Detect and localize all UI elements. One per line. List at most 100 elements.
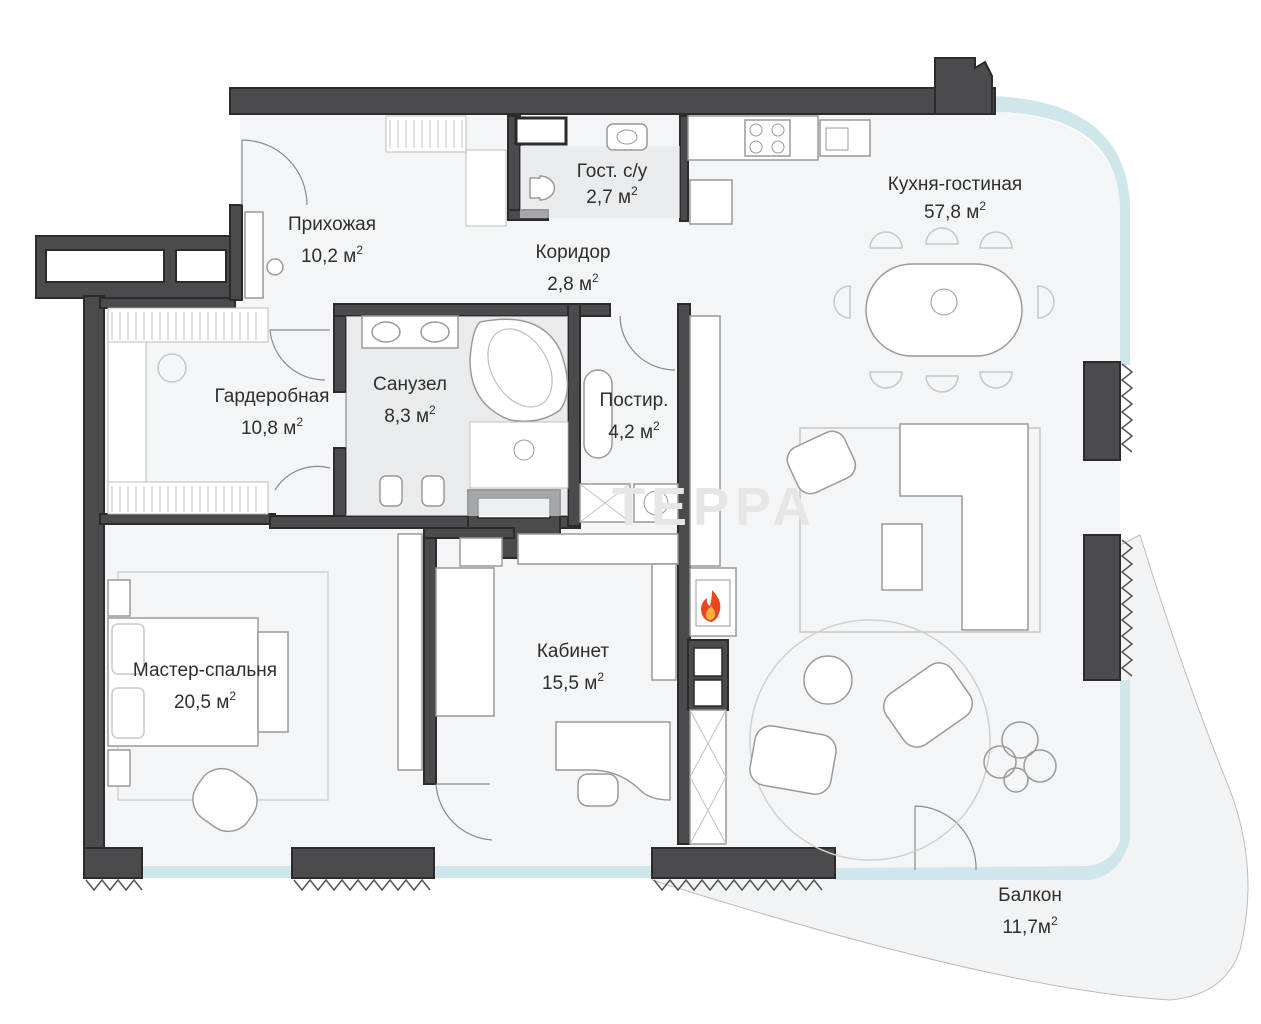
wall-hall-entry bbox=[229, 204, 243, 301]
dryer-icon bbox=[633, 483, 679, 523]
office-sofa-icon bbox=[435, 567, 495, 717]
hall-lamp bbox=[266, 258, 284, 276]
wardrobe-shelving bbox=[107, 115, 507, 515]
office-door bbox=[435, 783, 493, 841]
office-cabinet bbox=[651, 563, 677, 681]
plant-icon bbox=[983, 721, 1057, 793]
bath-vanity bbox=[361, 315, 459, 349]
room-area: 2,8 м2 bbox=[547, 271, 599, 295]
wall-top-right-column bbox=[934, 57, 993, 115]
room-name: Кухня-гостиная bbox=[888, 174, 1022, 195]
room-name: Гост. с/у bbox=[577, 161, 648, 182]
wardrobe-ottoman bbox=[157, 353, 187, 383]
room-label-laundry: Постир. 4,2 м2 bbox=[600, 390, 669, 443]
round-rug bbox=[749, 619, 991, 861]
kitchen-oven-col bbox=[689, 709, 727, 845]
room-area: 15,5 м2 bbox=[542, 670, 604, 694]
dining-table-icon bbox=[865, 263, 1023, 357]
bathtub-icon bbox=[469, 318, 569, 422]
office-chair bbox=[577, 773, 619, 807]
bench bbox=[257, 631, 289, 733]
bed-icon bbox=[107, 617, 259, 747]
bath-sink-icon bbox=[371, 321, 401, 343]
room-area: 10,2 м2 bbox=[301, 243, 363, 267]
wall-guest-wc-right bbox=[679, 115, 689, 222]
wall-bottom-mid bbox=[291, 847, 435, 879]
zigzag-right bbox=[653, 878, 823, 892]
room-area: 11,7м2 bbox=[1002, 914, 1058, 938]
room-name: Постир. bbox=[600, 390, 669, 411]
room-name: Гардеробная bbox=[215, 386, 330, 407]
zigzag-right-col2 bbox=[1120, 539, 1134, 677]
dining-chairs bbox=[833, 227, 1055, 393]
shower-tray bbox=[469, 421, 569, 489]
bath-toilet-icon bbox=[379, 475, 403, 507]
wall-right-column-1 bbox=[1083, 361, 1121, 461]
oven-col-cross bbox=[689, 709, 727, 845]
ironing-board bbox=[583, 369, 613, 459]
stove-burners bbox=[749, 123, 785, 154]
room-label-office: Кабинет 15,5 м2 bbox=[537, 641, 610, 694]
watermark: ТЕРРА bbox=[612, 477, 817, 537]
washer-cross bbox=[579, 483, 631, 523]
wardrobe-hangers bbox=[111, 120, 463, 512]
bookshelf bbox=[517, 533, 679, 565]
sofa-icon bbox=[899, 423, 1029, 631]
window-left-2 bbox=[175, 249, 227, 283]
room-area: 57,8 м2 bbox=[924, 199, 986, 223]
hall-cabinet bbox=[244, 211, 264, 299]
room-label-corridor: Коридор 2,8 м2 bbox=[535, 242, 610, 295]
entry-door bbox=[241, 139, 308, 206]
wall-right-column-2 bbox=[1083, 534, 1121, 681]
bathtub-inner bbox=[487, 328, 553, 408]
wall-office-left bbox=[423, 533, 437, 785]
room-name: Балкон bbox=[998, 885, 1062, 906]
fridge bbox=[689, 179, 733, 225]
nightstand-1 bbox=[107, 579, 131, 617]
zigzag-mid bbox=[293, 878, 431, 892]
glass-bottom-mid bbox=[433, 866, 653, 878]
room-name: Прихожая bbox=[288, 214, 376, 235]
room-label-hallway: Прихожая 10,2 м2 bbox=[288, 214, 376, 267]
room-area: 20,5 м2 bbox=[174, 689, 236, 713]
armchair-1 bbox=[786, 430, 857, 495]
wall-laundry-right bbox=[677, 303, 691, 845]
wall-bath-right bbox=[567, 303, 581, 527]
wall-bottom-right bbox=[651, 847, 836, 879]
guest-wc-toilet-icon bbox=[529, 175, 556, 201]
room-label-master-bedroom: Мастер-спальня 20,5 м2 bbox=[133, 660, 277, 713]
room-label-kitchen-living: Кухня-гостиная 57,8 м2 bbox=[888, 174, 1022, 223]
room-label-balcony: Балкон 11,7м2 bbox=[998, 885, 1062, 938]
desk-icon bbox=[555, 721, 671, 801]
coffee-table bbox=[881, 523, 923, 591]
bed-pillow-2 bbox=[111, 687, 145, 739]
wall-office-top bbox=[423, 527, 515, 539]
kitchen-sink-bowl bbox=[825, 127, 849, 151]
nightstand-2 bbox=[107, 749, 131, 787]
table-centerpiece bbox=[930, 288, 958, 316]
shower-drain bbox=[513, 439, 535, 461]
room-label-bathroom: Санузел 8,3 м2 bbox=[373, 374, 447, 427]
wall-bath-left-upper bbox=[333, 303, 347, 393]
glass-bottom-left bbox=[140, 866, 295, 878]
zigzag-right-col1 bbox=[1120, 363, 1134, 453]
room-name: Санузел bbox=[373, 374, 447, 395]
bath-bidet-icon bbox=[421, 475, 445, 507]
room-name: Мастер-спальня bbox=[133, 660, 277, 681]
armchair-3 bbox=[749, 725, 837, 795]
armchair-2 bbox=[882, 662, 974, 748]
guest-wc-box bbox=[514, 116, 568, 146]
dryer-drum bbox=[643, 490, 669, 516]
kitchen-cell-2 bbox=[693, 679, 723, 707]
balcony-door bbox=[914, 805, 977, 871]
room-name: Коридор bbox=[535, 242, 610, 263]
window-left-1 bbox=[45, 249, 165, 283]
room-area: 8,3 м2 bbox=[384, 403, 436, 427]
wall-bath-top bbox=[333, 303, 585, 317]
fireplace-icon bbox=[701, 590, 721, 622]
kitchen-tall-unit bbox=[689, 315, 721, 567]
room-label-guest-wc: Гост. с/у 2,7 м2 bbox=[577, 161, 648, 208]
laundry-door bbox=[619, 315, 676, 371]
wall-bottom-left bbox=[83, 847, 143, 879]
